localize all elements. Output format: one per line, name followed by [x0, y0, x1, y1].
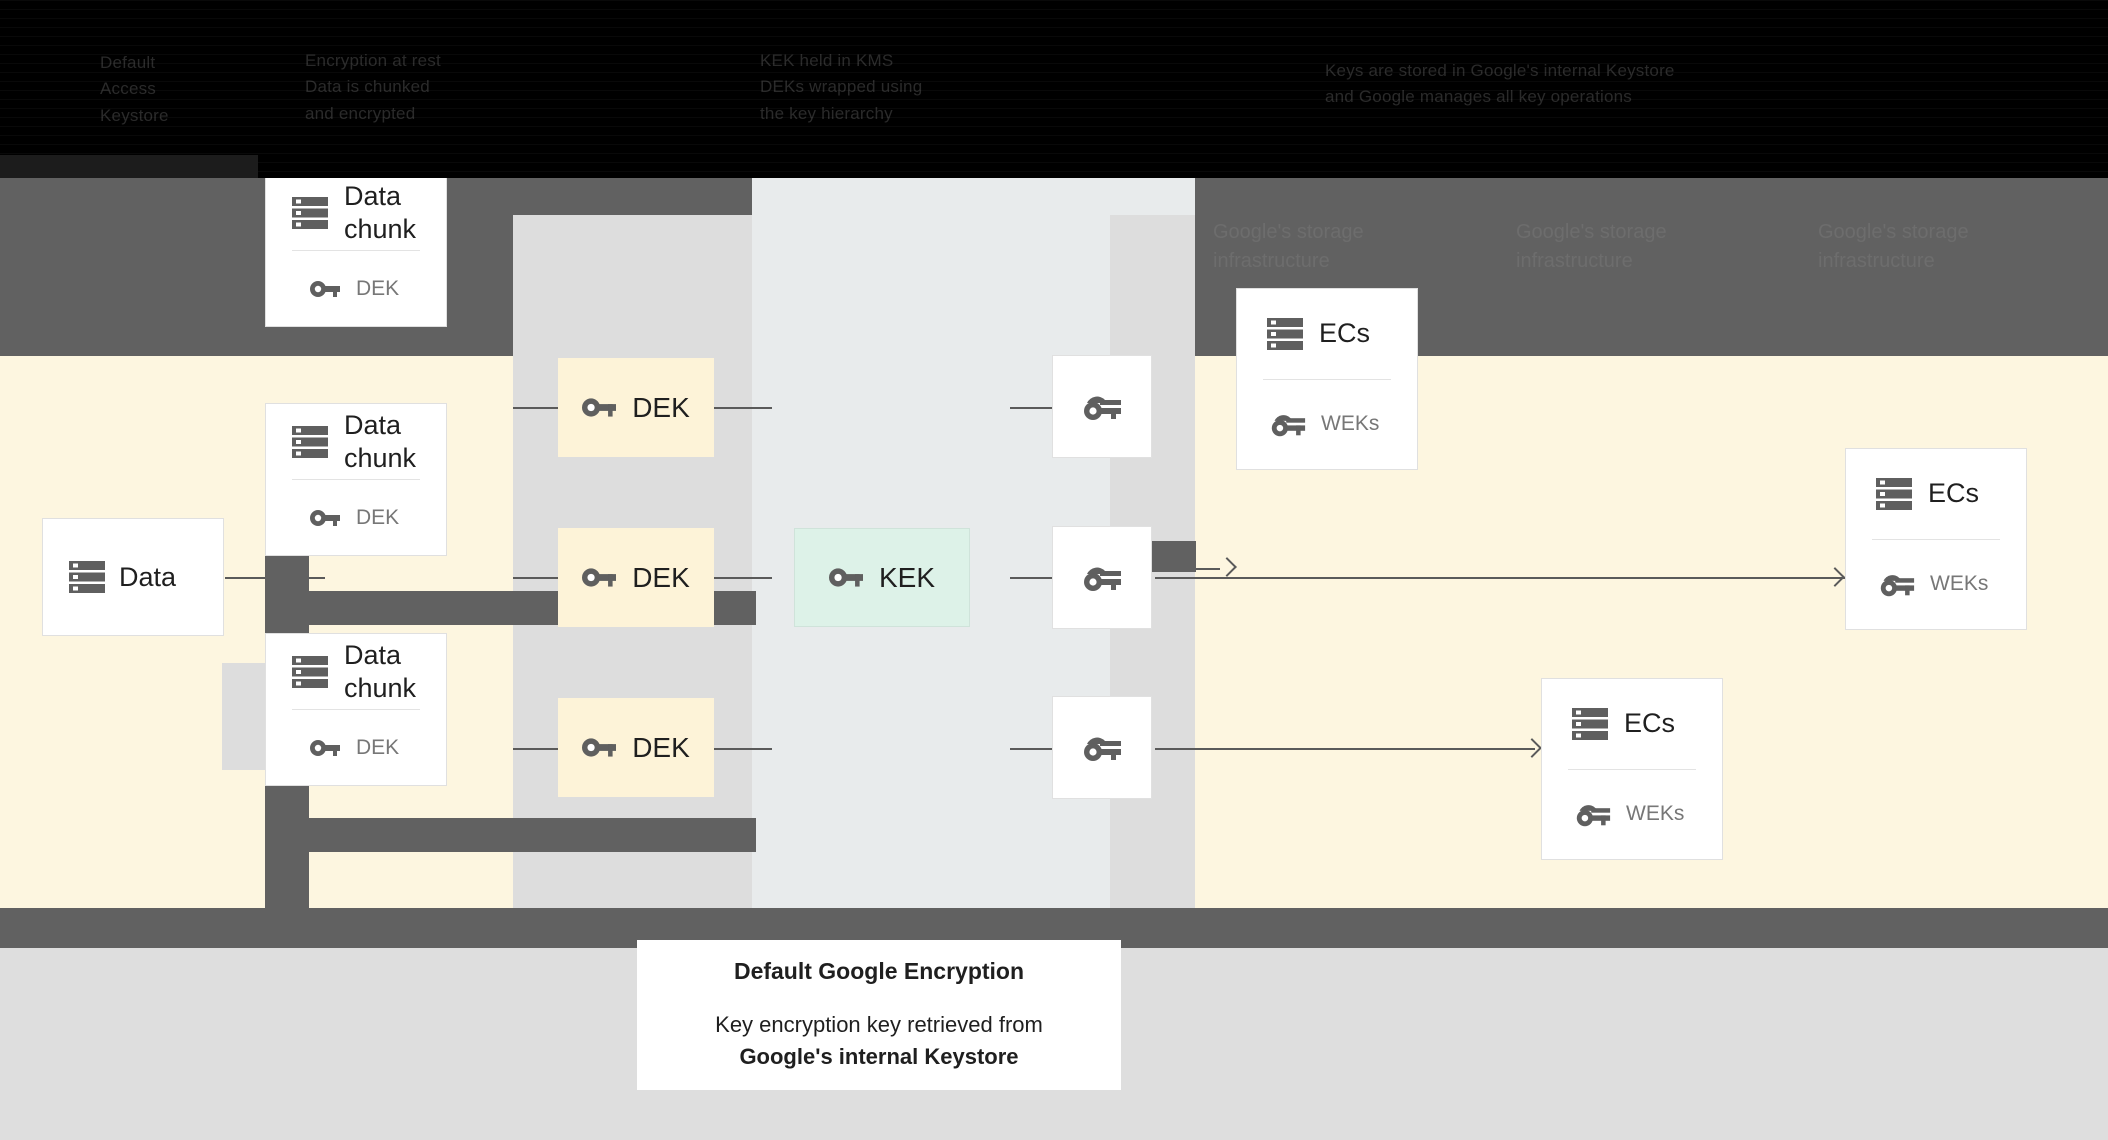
card-divider	[292, 250, 420, 251]
ec-card-3[interactable]: ECs WEKs	[1541, 678, 1723, 860]
header-text-col-2: Encryption at rest Data is chunked and e…	[305, 51, 441, 123]
wrapped-key-chip-1[interactable]	[1052, 355, 1152, 458]
dark-overlay-arm-2	[265, 818, 756, 852]
caption-title: Default Google Encryption	[733, 957, 1025, 984]
card-divider	[1263, 378, 1391, 380]
data-chunk-title: Data chunk	[344, 639, 417, 703]
key-icon	[828, 566, 863, 589]
key-icon	[310, 279, 340, 299]
obscured-header-band: Default Access Keystore Encryption at re…	[0, 0, 2108, 178]
key-icon	[582, 736, 617, 759]
line-into-wek2	[1010, 577, 1052, 579]
kek-chip[interactable]: KEK	[794, 528, 970, 627]
line-into-wek1	[1010, 407, 1052, 409]
wrapped-key-chip-2[interactable]	[1052, 526, 1152, 629]
line-dek3-out	[714, 748, 772, 750]
data-chunk-card-3[interactable]: Data chunk DEK	[265, 633, 447, 786]
wrapped-key-icon	[1574, 801, 1612, 828]
arrowhead-ec1	[1217, 557, 1237, 577]
line-dek2-out	[714, 577, 772, 579]
ec-card-1[interactable]: ECs WEKs	[1236, 288, 1418, 470]
encryption-flow-diagram: Data Data chunk	[0, 178, 2108, 908]
database-icon	[292, 196, 328, 230]
data-chunk-title: Data chunk	[344, 409, 417, 473]
header-text-col-1: Default Access Keystore	[100, 53, 169, 125]
wrapped-key-icon	[1081, 563, 1123, 593]
data-card-title: Data	[119, 561, 177, 592]
header-left-strip	[0, 155, 258, 178]
caption-line-2: Google's internal Keystore	[739, 1043, 1019, 1069]
ec-card-key-label: WEKs	[1321, 412, 1380, 436]
dek-chip-1[interactable]: DEK	[558, 358, 714, 457]
data-chunk-card-2[interactable]: Data chunk DEK	[265, 403, 447, 556]
arrowhead-ec3	[1522, 738, 1542, 758]
header-text-col-3: KEK held in KMS DEKs wrapped using the k…	[760, 51, 923, 123]
wrapped-key-icon	[1878, 571, 1916, 598]
line-dek1-out	[714, 407, 772, 409]
wrapped-key-icon	[1081, 733, 1123, 763]
database-icon	[292, 425, 328, 459]
dek-chip-label: DEK	[632, 561, 690, 593]
database-icon	[1267, 317, 1303, 351]
ec-card-2[interactable]: ECs WEKs	[1845, 448, 2027, 630]
kek-chip-label: KEK	[878, 561, 936, 593]
wrapped-key-chip-3[interactable]	[1052, 696, 1152, 799]
caption-card: Default Google Encryption Key encryption…	[637, 940, 1121, 1090]
ec-card-title: ECs	[1624, 708, 1676, 739]
key-icon	[310, 508, 340, 528]
wrapped-key-icon	[1269, 411, 1307, 438]
ec-card-title: ECs	[1319, 318, 1371, 349]
card-divider	[292, 709, 420, 710]
header-text-col-4: Keys are stored in Google's internal Key…	[1325, 61, 1675, 107]
card-divider	[292, 479, 420, 480]
data-card[interactable]: Data	[42, 518, 224, 636]
line-wek3-to-ec3	[1155, 748, 1535, 750]
storage-infra-label-3: Google's storage infrastructure	[1818, 221, 1969, 272]
data-chunk-key-label: DEK	[356, 505, 400, 529]
data-chunk-title: Data chunk	[344, 180, 417, 244]
database-icon	[1572, 707, 1608, 741]
storage-infra-label-2: Google's storage infrastructure	[1516, 221, 1667, 272]
line-wek2-to-ec2	[1155, 577, 1845, 579]
database-icon	[1876, 477, 1912, 511]
key-icon	[582, 396, 617, 419]
database-icon	[69, 560, 105, 594]
card-divider	[1872, 538, 2000, 540]
storage-infra-label-1: Google's storage infrastructure	[1213, 221, 1364, 272]
wrapped-key-icon	[1081, 392, 1123, 422]
caption-body: Key encryption key retrieved from Google…	[715, 1009, 1043, 1073]
ec-card-key-label: WEKs	[1626, 802, 1685, 826]
data-chunk-key-label: DEK	[356, 735, 400, 759]
arrowhead-ec2	[1825, 567, 1845, 587]
dek-chip-2[interactable]: DEK	[558, 528, 714, 627]
database-icon	[292, 655, 328, 689]
dek-chip-3[interactable]: DEK	[558, 698, 714, 797]
dek-chip-label: DEK	[632, 731, 690, 763]
key-icon	[582, 566, 617, 589]
key-icon	[310, 738, 340, 758]
ec-card-key-label: WEKs	[1930, 572, 1989, 596]
data-chunk-card-1[interactable]: Data chunk DEK	[265, 178, 447, 327]
caption-line-1: Key encryption key retrieved from	[715, 1011, 1043, 1037]
dek-chip-label: DEK	[632, 391, 690, 423]
ec-card-title: ECs	[1928, 478, 1980, 509]
line-into-wek3	[1010, 748, 1052, 750]
card-divider	[1568, 768, 1696, 770]
data-chunk-key-label: DEK	[356, 276, 400, 300]
